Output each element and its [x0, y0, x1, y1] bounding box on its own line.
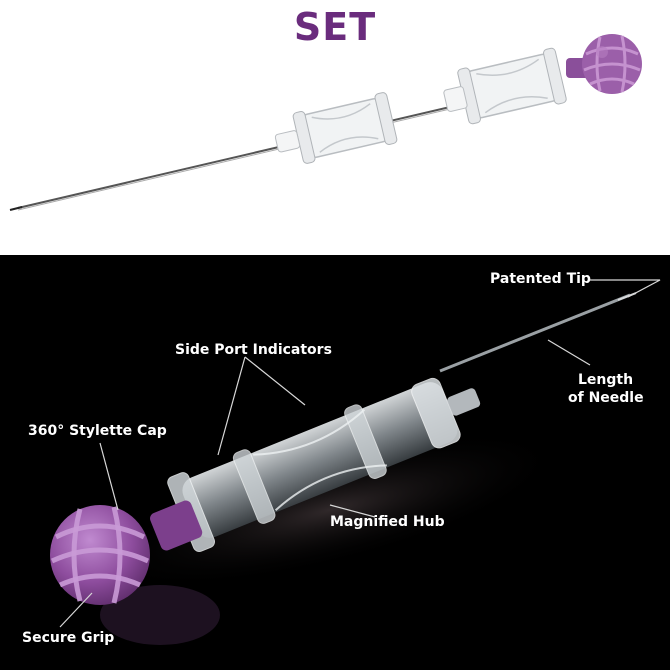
stylette-cap-label: 360° Stylette Cap	[28, 423, 167, 439]
line-patented-tip	[590, 279, 661, 298]
line-stylette-cap	[99, 442, 119, 511]
product-set-panel: SET	[0, 0, 670, 255]
patented-tip-label: Patented Tip	[490, 271, 591, 287]
magnified-hub-body	[167, 377, 481, 552]
needle-shaft	[17, 99, 481, 209]
needle-closeup-illustration	[50, 279, 661, 645]
closeup-stylette-cap	[50, 505, 150, 605]
reflection-glow	[96, 431, 564, 589]
stylette-cap-top	[566, 34, 642, 94]
line-length	[547, 339, 591, 366]
line-side-port-b	[244, 356, 306, 406]
needle-tip	[9, 206, 23, 211]
closeup-needle	[439, 293, 631, 373]
set-title: SET	[293, 5, 377, 49]
rear-clear-hub	[443, 47, 567, 125]
needle-shaft-highlight	[17, 101, 481, 211]
side-port-indicators-label: Side Port Indicators	[175, 342, 332, 358]
feature-callout-panel: Patented Tip Side Port Indicators Length…	[0, 255, 670, 670]
reflection-cap	[100, 585, 220, 645]
line-side-port-a	[217, 356, 246, 456]
length-of-needle-label-line1: Length	[578, 372, 634, 388]
line-magnified-hub	[329, 504, 376, 518]
needle-set-illustration	[9, 34, 642, 211]
line-secure-grip	[59, 592, 93, 628]
length-of-needle-label-line2: of Needle	[568, 390, 644, 406]
secure-grip-label: Secure Grip	[22, 630, 115, 646]
magnified-hub-label: Magnified Hub	[330, 514, 445, 530]
purple-collar	[150, 500, 203, 551]
callout-lines	[59, 279, 661, 628]
front-clear-hub	[274, 92, 398, 164]
